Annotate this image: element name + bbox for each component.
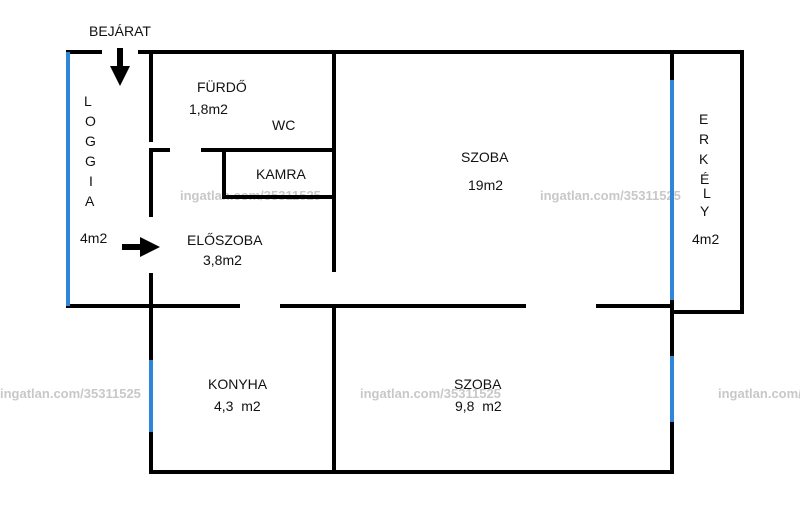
bathroom-area: 1,8m2 (189, 101, 228, 117)
walls (66, 50, 744, 474)
loggia-letter: A (85, 193, 95, 209)
room-main-name: SZOBA (461, 149, 509, 165)
balcony-letter: R (699, 131, 709, 147)
loggia-letter: G (85, 153, 96, 169)
bathroom-name: FÜRDŐ (197, 78, 247, 95)
balcony-letter: L (703, 185, 711, 201)
balcony-letter: K (699, 151, 709, 167)
kitchen-area: 4,3 m2 (214, 398, 261, 414)
room-small-area: 9,8 m2 (455, 398, 502, 414)
hall-arrow (122, 237, 160, 257)
loggia-letter: L (84, 93, 92, 109)
balcony-area: 4m2 (692, 231, 719, 247)
room-main-area: 19m2 (468, 177, 503, 193)
entrance-arrow (110, 48, 130, 86)
loggia-letter: O (85, 113, 96, 129)
watermark: ingatlan.com/35311525 (718, 386, 800, 401)
wc-name: WC (272, 117, 295, 133)
balcony-letter: É (700, 171, 709, 187)
windows (66, 52, 674, 432)
room-small-name: SZOBA (454, 376, 502, 392)
pantry-name: KAMRA (256, 166, 306, 182)
balcony-letter: Y (700, 203, 710, 219)
watermark: ingatlan.com/35311525 (0, 386, 141, 401)
loggia-letter: I (89, 173, 93, 189)
hall-name: ELŐSZOBA (187, 232, 263, 248)
kitchen-name: KONYHA (208, 376, 268, 392)
loggia-letter: G (85, 133, 96, 149)
entrance-label: BEJÁRAT (89, 23, 151, 39)
watermark: ingatlan.com/35311525 (360, 386, 501, 401)
loggia-label: L O G G I A (84, 93, 96, 209)
balcony-label: E R K É L Y (699, 111, 711, 219)
balcony-letter: E (699, 111, 708, 127)
loggia-area: 4m2 (80, 230, 107, 246)
watermarks: ingatlan.com/35311525 ingatlan.com/35311… (0, 188, 800, 401)
hall-area: 3,8m2 (203, 252, 242, 268)
watermark: ingatlan.com/35311525 (540, 188, 681, 203)
